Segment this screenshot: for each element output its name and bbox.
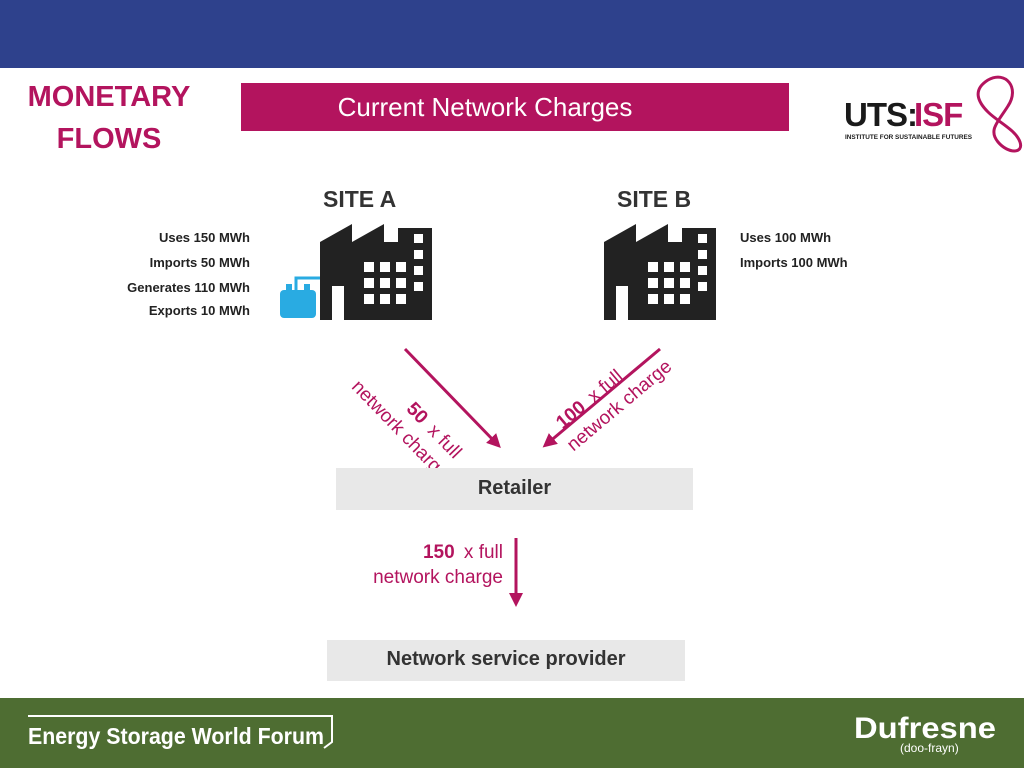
logo-uts-text: UTS: [844, 96, 917, 133]
flow-label-site-a: 50 x full network charge [347, 376, 465, 484]
flow-retailer-count: 150 [423, 542, 455, 563]
battery-icon [280, 276, 320, 318]
site-a-label: SITE A [323, 186, 397, 212]
arrow-site-b-to-retailer [542, 347, 661, 448]
logo-subtitle: INSTITUTE FOR SUSTAINABLE FUTURES [845, 134, 973, 141]
site-a-stat-uses: Uses 150 MWh [158, 230, 250, 245]
footer-left-logo-text: Energy Storage World Forum [28, 723, 324, 749]
factory-icon-site-b [604, 224, 716, 320]
slide-title-banner: Current Network Charges [241, 83, 789, 131]
uts-isf-logo: UTS: ISF INSTITUTE FOR SUSTAINABLE FUTUR… [844, 75, 1023, 153]
top-header-bar [0, 0, 1024, 68]
factory-icon-site-a [320, 224, 432, 320]
retailer-box: Retailer [336, 468, 693, 510]
site-b-label: SITE B [617, 186, 692, 212]
footer-right-logo-sub: (doo-frayn) [900, 741, 959, 755]
section-title-line2: FLOWS [56, 123, 162, 155]
flow-label-retailer: 150 x full [423, 542, 503, 563]
footer-bar: Energy Storage World Forum Dufresne (doo… [0, 698, 1024, 768]
site-a-stat-exports: Exports 10 MWh [148, 303, 250, 318]
retailer-label: Retailer [477, 477, 552, 499]
logo-swirl-icon [976, 75, 1023, 153]
site-b-stat-imports: Imports 100 MWh [740, 255, 848, 270]
flow-diagram: 50 x full network charge 100 x full netw… [280, 224, 716, 607]
footer-right-logo-text: Dufresne [854, 712, 996, 745]
dufresne-logo: Dufresne (doo-frayn) [854, 712, 996, 755]
energy-storage-world-forum-logo: Energy Storage World Forum [28, 715, 333, 749]
arrow-site-a-to-retailer [403, 347, 501, 449]
flow-retailer-suffix: x full [464, 542, 503, 563]
site-a-stat-imports: Imports 50 MWh [149, 255, 250, 270]
site-b-stat-uses: Uses 100 MWh [740, 230, 832, 245]
site-a-stat-generates: Generates 110 MWh [127, 280, 250, 295]
slide-title: Current Network Charges [337, 92, 633, 122]
flow-label-site-b: 100 x full network charge [552, 356, 676, 456]
section-title-line1: MONETARY [27, 81, 191, 113]
logo-isf-text: ISF [914, 96, 962, 133]
network-provider-label: Network service provider [386, 648, 626, 670]
network-provider-box: Network service provider [327, 640, 685, 681]
flow-retailer-desc: network charge [373, 567, 503, 588]
section-title: MONETARY FLOWS [18, 76, 200, 160]
